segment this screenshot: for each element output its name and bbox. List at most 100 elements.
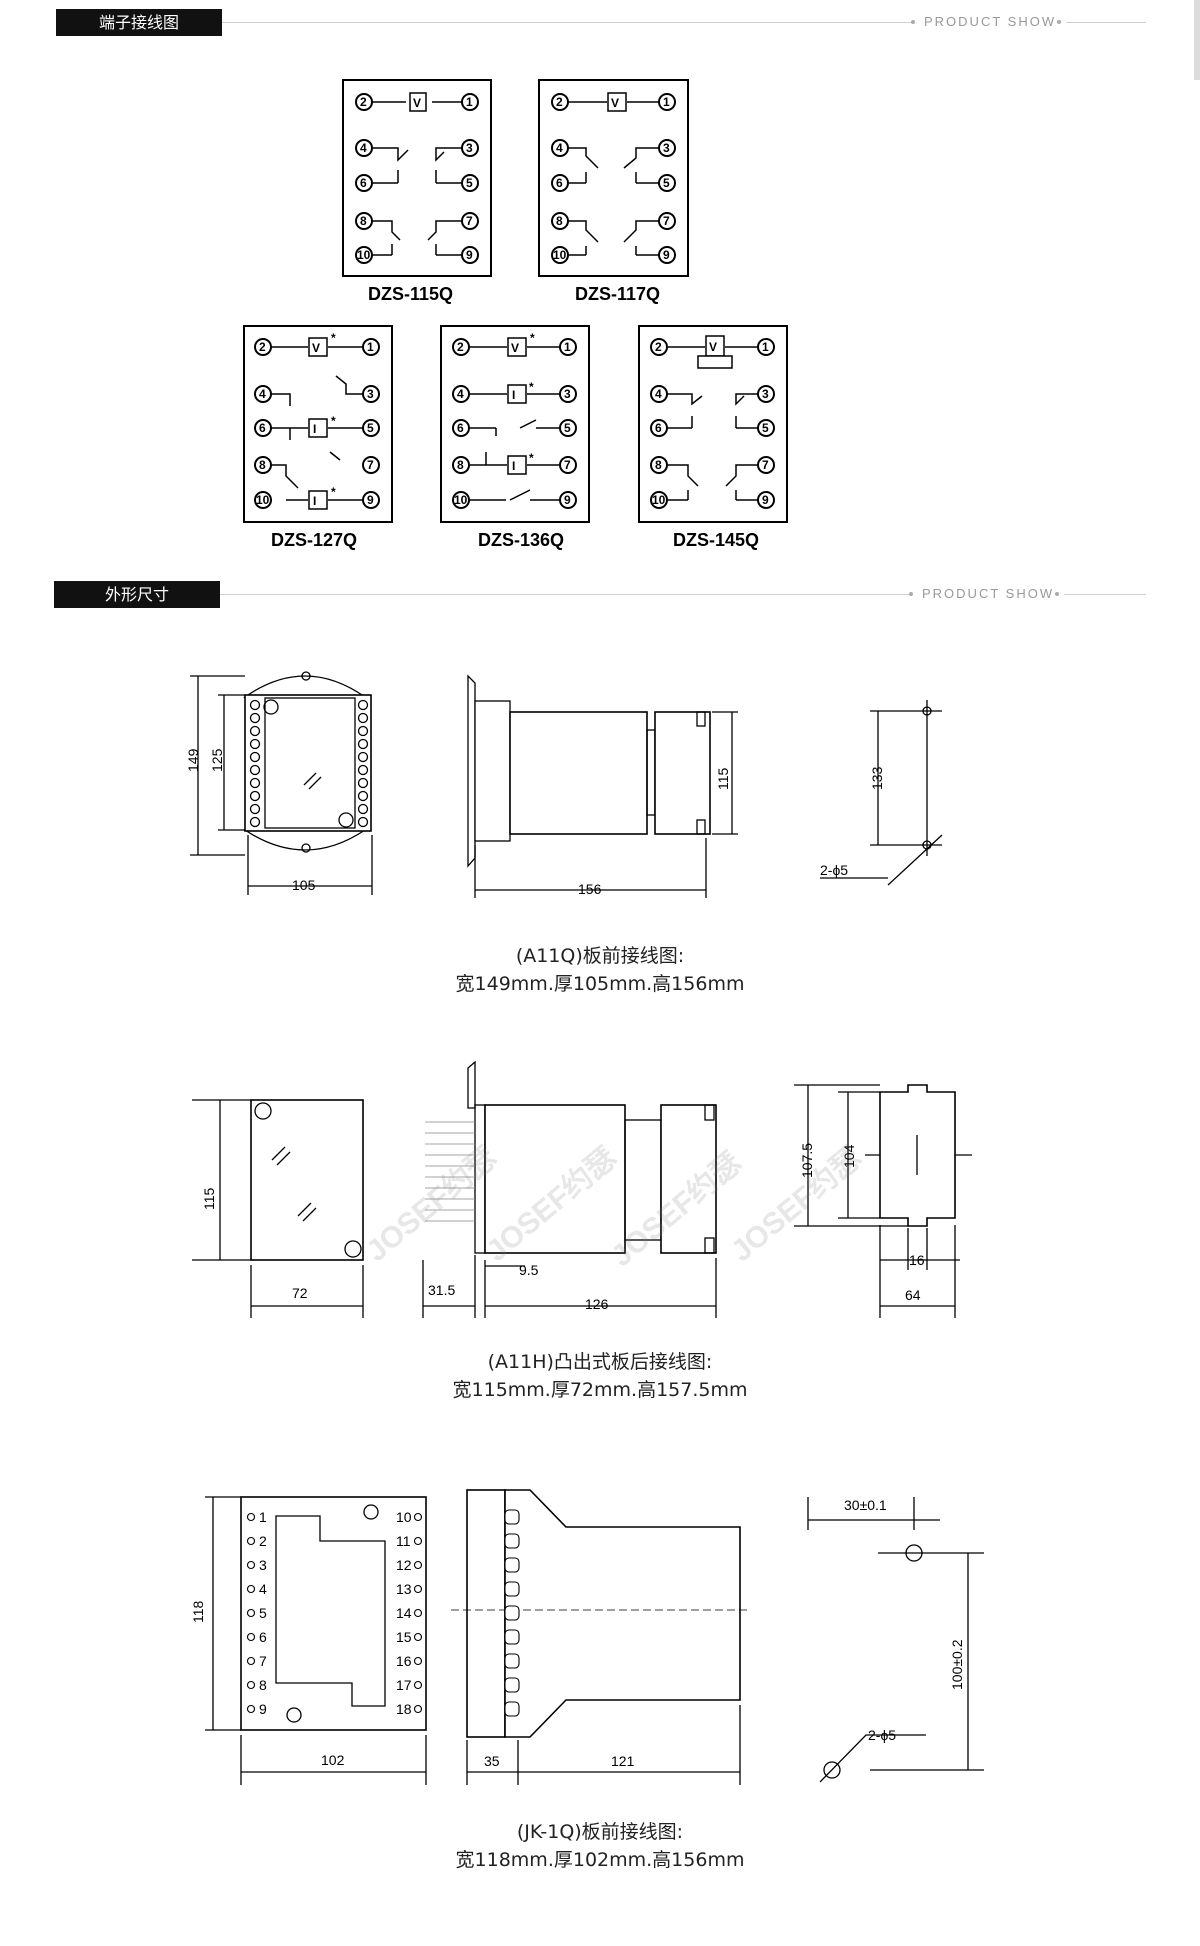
- caption-line: 宽115mm.厚72mm.高157.5mm: [452, 1379, 748, 1401]
- svg-text:V: V: [611, 96, 619, 110]
- svg-text:6: 6: [655, 421, 662, 435]
- pin-label: 5: [259, 1605, 267, 1621]
- dim-label: 133: [869, 766, 885, 790]
- dimension-drawings: 149 125 105 156 115 133 2-ϕ5 115 72 31.5…: [185, 671, 984, 1785]
- svg-text:I: I: [313, 494, 316, 508]
- divider-dot: [1057, 20, 1061, 24]
- dim-label: 30±0.1: [844, 1497, 887, 1513]
- dim-label: 2-ϕ5: [868, 1727, 896, 1743]
- pin-label: 7: [259, 1653, 267, 1669]
- dim-label: 115: [715, 767, 731, 790]
- dim-label: 121: [611, 1753, 635, 1769]
- svg-text:3: 3: [466, 141, 473, 155]
- svg-text:*: *: [530, 331, 535, 345]
- svg-text:4: 4: [360, 141, 367, 155]
- scrollbar[interactable]: [1194, 0, 1200, 80]
- drawing-a11h-front: [192, 1099, 364, 1318]
- drawing-a11q-side: [467, 674, 738, 898]
- svg-text:10: 10: [652, 493, 666, 507]
- svg-text:I: I: [512, 459, 515, 473]
- svg-text:7: 7: [466, 214, 473, 228]
- svg-text:V: V: [511, 341, 519, 355]
- svg-text:5: 5: [663, 176, 670, 190]
- caption-jk1q: (JK-1Q)板前接线图: 宽118mm.厚102mm.高156mm: [0, 1818, 1200, 1874]
- diagram-dzs-127q: V* 2 1 4 3 6 5 8 7 10 9 I* I* DZS-127Q: [243, 325, 393, 550]
- pin-label: 12: [396, 1557, 412, 1573]
- drawing-a11h-side: [422, 1060, 717, 1318]
- caption-line: (A11Q)板前接线图:: [515, 945, 685, 967]
- svg-text:5: 5: [762, 421, 769, 435]
- svg-text:I: I: [512, 388, 515, 402]
- section-divider: [220, 594, 910, 595]
- pin-label: 18: [396, 1701, 412, 1717]
- svg-text:3: 3: [663, 141, 670, 155]
- pin-label: 11: [396, 1533, 411, 1549]
- svg-text:5: 5: [367, 421, 374, 435]
- section-divider: [222, 22, 912, 23]
- caption-line: (A11H)凸出式板后接线图:: [487, 1351, 713, 1373]
- dim-label: 35: [484, 1753, 500, 1769]
- svg-text:9: 9: [466, 248, 473, 262]
- dim-label: 102: [321, 1752, 345, 1768]
- svg-text:8: 8: [259, 458, 266, 472]
- svg-text:1: 1: [663, 95, 670, 109]
- svg-text:7: 7: [762, 458, 769, 472]
- divider-dot: [1055, 592, 1059, 596]
- section-tag: PRODUCT SHOW: [924, 14, 1057, 29]
- svg-text:3: 3: [367, 387, 374, 401]
- caption-a11q: (A11Q)板前接线图: 宽149mm.厚105mm.高156mm: [0, 942, 1200, 998]
- svg-text:3: 3: [762, 387, 769, 401]
- dim-label: 118: [190, 1600, 206, 1623]
- dim-label: 149: [185, 748, 201, 772]
- model-label: DZS-115Q: [368, 284, 453, 304]
- pin-label: 6: [259, 1629, 267, 1645]
- svg-text:8: 8: [457, 458, 464, 472]
- section-divider: [1066, 22, 1146, 23]
- svg-text:*: *: [331, 485, 336, 499]
- svg-text:*: *: [331, 331, 336, 345]
- svg-text:7: 7: [367, 458, 374, 472]
- svg-text:1: 1: [564, 340, 571, 354]
- dim-label: 156: [578, 881, 602, 897]
- model-label: DZS-145Q: [673, 530, 759, 550]
- caption-a11h: (A11H)凸出式板后接线图: 宽115mm.厚72mm.高157.5mm: [0, 1348, 1200, 1404]
- section-tag: PRODUCT SHOW: [922, 586, 1055, 601]
- dim-label: 16: [909, 1252, 925, 1268]
- svg-text:V: V: [413, 96, 421, 110]
- model-label: DZS-117Q: [575, 284, 660, 304]
- pin-label: 15: [396, 1629, 412, 1645]
- svg-text:10: 10: [553, 248, 567, 262]
- pin-label: 9: [259, 1701, 267, 1717]
- dim-label: 72: [292, 1285, 308, 1301]
- caption-line: (JK-1Q)板前接线图:: [516, 1821, 684, 1843]
- svg-text:3: 3: [564, 387, 571, 401]
- pin-label: 14: [396, 1605, 412, 1621]
- svg-text:2: 2: [457, 340, 464, 354]
- svg-text:2: 2: [556, 95, 563, 109]
- svg-text:4: 4: [457, 387, 464, 401]
- pin-label: 16: [396, 1653, 412, 1669]
- caption-line: 宽149mm.厚105mm.高156mm: [455, 973, 745, 995]
- svg-text:6: 6: [457, 421, 464, 435]
- dim-label: 104: [841, 1144, 857, 1168]
- svg-text:10: 10: [256, 493, 270, 507]
- pin-label: 8: [259, 1677, 267, 1693]
- divider-dot: [909, 592, 913, 596]
- dim-label: 64: [905, 1287, 921, 1303]
- svg-text:1: 1: [762, 340, 769, 354]
- drawing-a11q-mounting: [820, 700, 943, 886]
- svg-text:9: 9: [564, 493, 571, 507]
- section-title-terminal: 端子接线图: [56, 9, 222, 36]
- svg-text:6: 6: [556, 176, 563, 190]
- svg-text:8: 8: [360, 214, 367, 228]
- pin-label: 13: [396, 1581, 412, 1597]
- caption-line: 宽118mm.厚102mm.高156mm: [455, 1849, 745, 1871]
- pin-label: 1: [259, 1509, 267, 1525]
- drawing-jk1q-mounting: [807, 1497, 984, 1783]
- svg-text:*: *: [331, 414, 336, 428]
- svg-text:V: V: [312, 341, 320, 355]
- pin-label: 2: [259, 1533, 267, 1549]
- pin-label: 17: [396, 1677, 412, 1693]
- dim-label: 107.5: [799, 1143, 815, 1178]
